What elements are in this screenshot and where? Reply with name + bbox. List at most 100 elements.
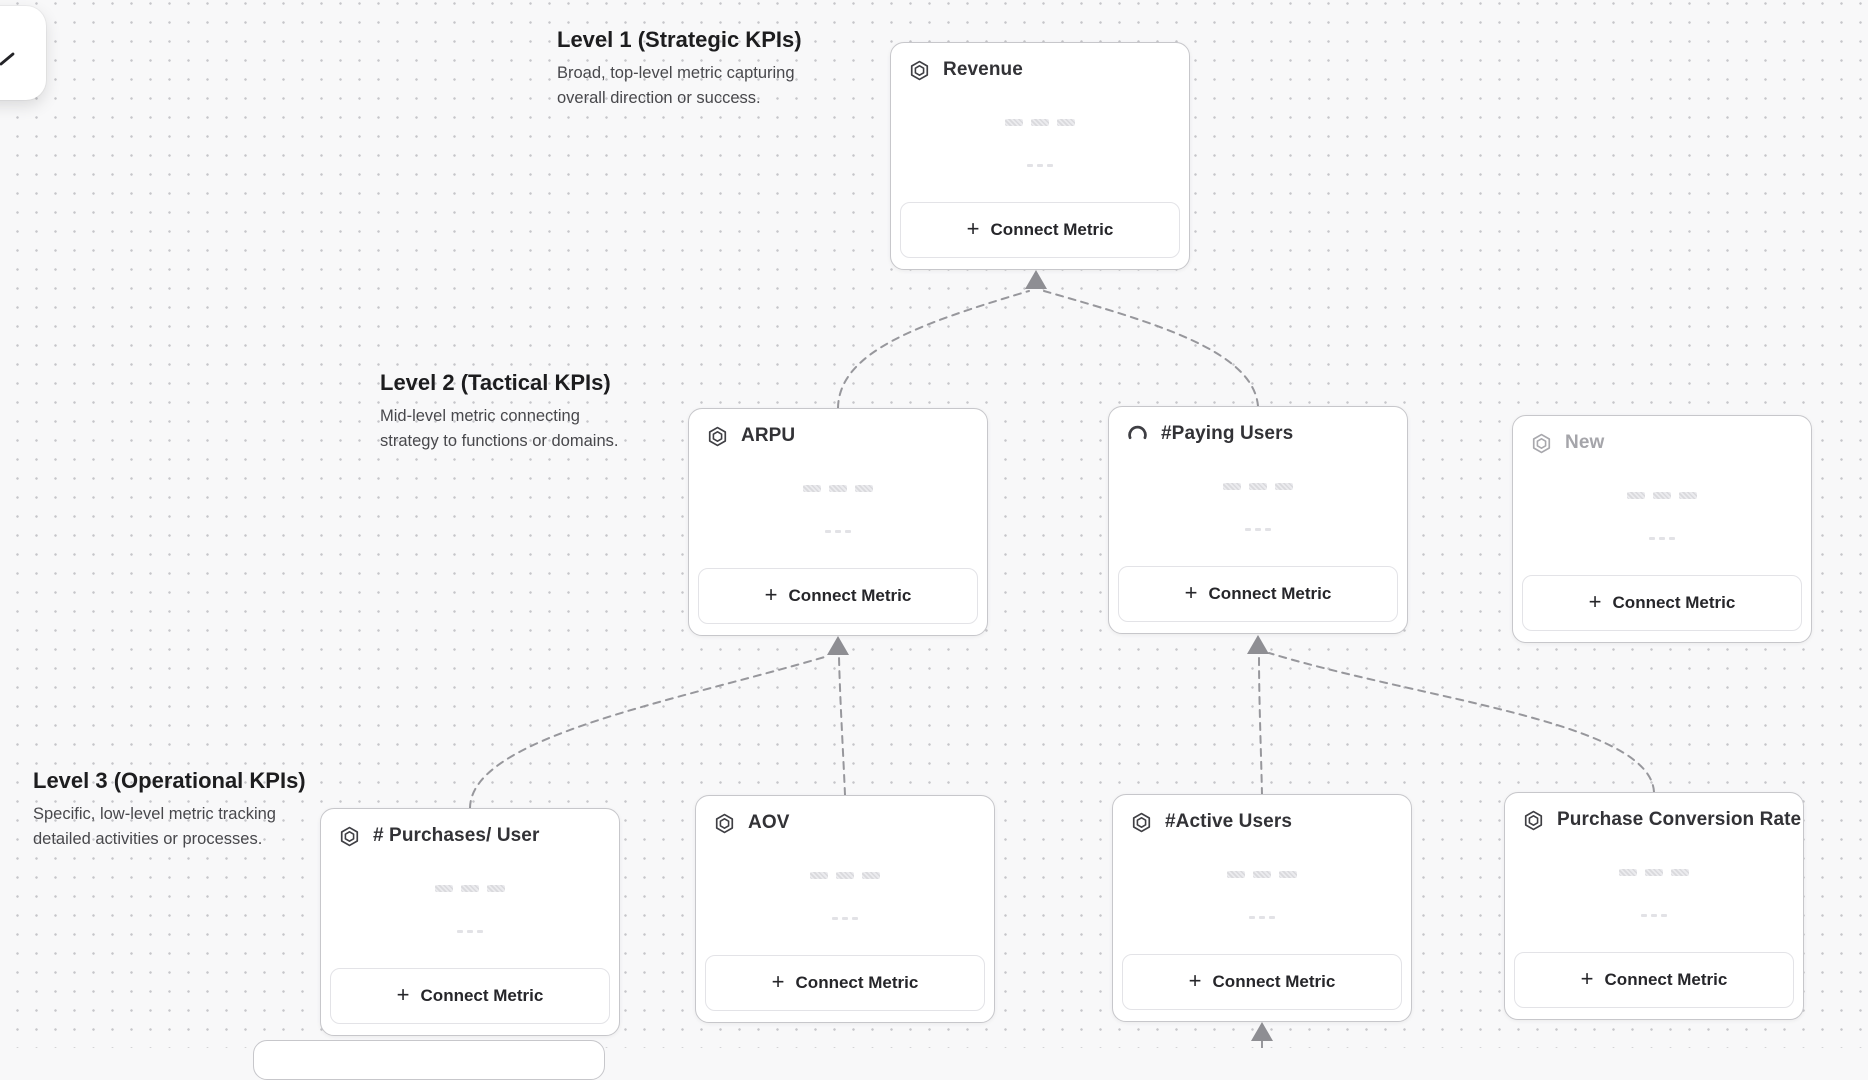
skeleton-placeholder-bars (321, 885, 619, 892)
kpi-card[interactable]: # Purchases/ User + Connect Metric (320, 808, 620, 1036)
skeleton-placeholder-dashes (891, 164, 1189, 167)
connect-metric-button[interactable]: + Connect Metric (330, 968, 610, 1024)
skeleton-placeholder-bars (1505, 869, 1803, 876)
skeleton-bar (803, 485, 821, 492)
connect-metric-button[interactable]: + Connect Metric (1522, 575, 1802, 631)
kpi-card[interactable]: #Paying Users + Connect Metric (1108, 406, 1408, 634)
kpi-card[interactable]: ARPU + Connect Metric (688, 408, 988, 636)
kpi-card-partial[interactable] (253, 1040, 605, 1080)
skeleton-placeholder-dashes (696, 917, 994, 920)
card-title: New (1565, 432, 1605, 453)
card-title: # Purchases/ User (373, 825, 540, 846)
skeleton-bar (1645, 869, 1663, 876)
card-title: Purchase Conversion Rate (1557, 809, 1802, 830)
skeleton-dash (1255, 528, 1261, 531)
skeleton-placeholder-dashes (1109, 528, 1407, 531)
skeleton-dash (1651, 914, 1657, 917)
skeleton-bar (1253, 871, 1271, 878)
connector-pcr-payingusers (1268, 652, 1655, 793)
arrowhead-into-payingusers (1247, 635, 1269, 654)
skeleton-bar (1249, 483, 1267, 490)
level-3-description: Specific, low-level metric tracking deta… (33, 805, 276, 848)
connect-metric-label: Connect Metric (1612, 593, 1736, 612)
card-header: AOV (696, 796, 994, 834)
hexagon-icon (1531, 433, 1552, 454)
skeleton-placeholder-bars (696, 872, 994, 879)
skeleton-bar (1031, 119, 1049, 126)
skeleton-dash (1245, 528, 1251, 531)
kpi-card[interactable]: AOV + Connect Metric (695, 795, 995, 1023)
card-header: Revenue (891, 43, 1189, 81)
skeleton-dash (845, 530, 851, 533)
card-header: #Active Users (1113, 795, 1411, 833)
card-title: #Paying Users (1161, 423, 1294, 444)
skeleton-placeholder-bars (891, 119, 1189, 126)
skeleton-placeholder-dashes (1513, 537, 1811, 540)
skeleton-placeholder-bars (1113, 871, 1411, 878)
spinner-icon (1127, 424, 1148, 445)
skeleton-placeholder-bars (1109, 483, 1407, 490)
skeleton-bar (862, 872, 880, 879)
connect-metric-label: Connect Metric (788, 586, 912, 605)
skeleton-bar (1223, 483, 1241, 490)
skeleton-dash (1259, 916, 1265, 919)
skeleton-bar (810, 872, 828, 879)
connect-metric-label: Connect Metric (990, 220, 1114, 239)
connect-metric-button[interactable]: + Connect Metric (1118, 566, 1398, 622)
connect-metric-button[interactable]: + Connect Metric (698, 568, 978, 624)
card-title: #Active Users (1165, 811, 1292, 832)
card-header: ARPU (689, 409, 987, 447)
kpi-card[interactable]: #Active Users + Connect Metric (1112, 794, 1412, 1022)
hexagon-icon (909, 60, 930, 81)
hexagon-icon (714, 813, 735, 834)
skeleton-placeholder-dashes (321, 930, 619, 933)
plus-icon: + (764, 582, 778, 607)
plus-icon: + (1188, 968, 1202, 993)
skeleton-bar (1679, 492, 1697, 499)
skeleton-bar (836, 872, 854, 879)
toolbar-panel[interactable] (0, 6, 46, 100)
skeleton-dash (1027, 164, 1033, 167)
hexagon-icon (1131, 812, 1152, 833)
connect-metric-label: Connect Metric (795, 973, 919, 992)
kpi-card[interactable]: Purchase Conversion Rate + Connect Metri… (1504, 792, 1804, 1020)
kpi-card[interactable]: New + Connect Metric (1512, 415, 1812, 643)
skeleton-bar (461, 885, 479, 892)
hexagon-icon (339, 826, 360, 847)
card-header: New (1513, 416, 1811, 454)
skeleton-dash (825, 530, 831, 533)
connect-metric-button[interactable]: + Connect Metric (900, 202, 1180, 258)
skeleton-dash (1037, 164, 1043, 167)
skeleton-dash (1649, 537, 1655, 540)
skeleton-bar (435, 885, 453, 892)
skeleton-dash (1669, 537, 1675, 540)
connect-metric-label: Connect Metric (1604, 970, 1728, 989)
skeleton-dash (1661, 914, 1667, 917)
skeleton-bar (1227, 871, 1245, 878)
level-2-title: Level 2 (Tactical KPIs) (380, 370, 611, 395)
arrowhead-into-revenue (1025, 270, 1047, 289)
skeleton-bar (1627, 492, 1645, 499)
connector-activeusers-payingusers (1258, 654, 1263, 796)
connect-metric-button[interactable]: + Connect Metric (1514, 952, 1794, 1008)
skeleton-dash (832, 917, 838, 920)
skeleton-dash (852, 917, 858, 920)
kpi-card[interactable]: Revenue + Connect Metric (890, 42, 1190, 270)
skeleton-dash (842, 917, 848, 920)
skeleton-placeholder-dashes (1505, 914, 1803, 917)
level-1-description: Broad, top-level metric capturing overal… (557, 64, 795, 107)
skeleton-dash (1265, 528, 1271, 531)
card-header: # Purchases/ User (321, 809, 619, 847)
connect-metric-button[interactable]: + Connect Metric (705, 955, 985, 1011)
skeleton-placeholder-bars (689, 485, 987, 492)
hexagon-icon (1523, 810, 1544, 831)
skeleton-bar (1275, 483, 1293, 490)
skeleton-bar (1653, 492, 1671, 499)
skeleton-bar (487, 885, 505, 892)
skeleton-bar (855, 485, 873, 492)
skeleton-bar (1279, 871, 1297, 878)
connect-metric-button[interactable]: + Connect Metric (1122, 954, 1402, 1010)
skeleton-placeholder-dashes (1113, 916, 1411, 919)
skeleton-placeholder-bars (1513, 492, 1811, 499)
